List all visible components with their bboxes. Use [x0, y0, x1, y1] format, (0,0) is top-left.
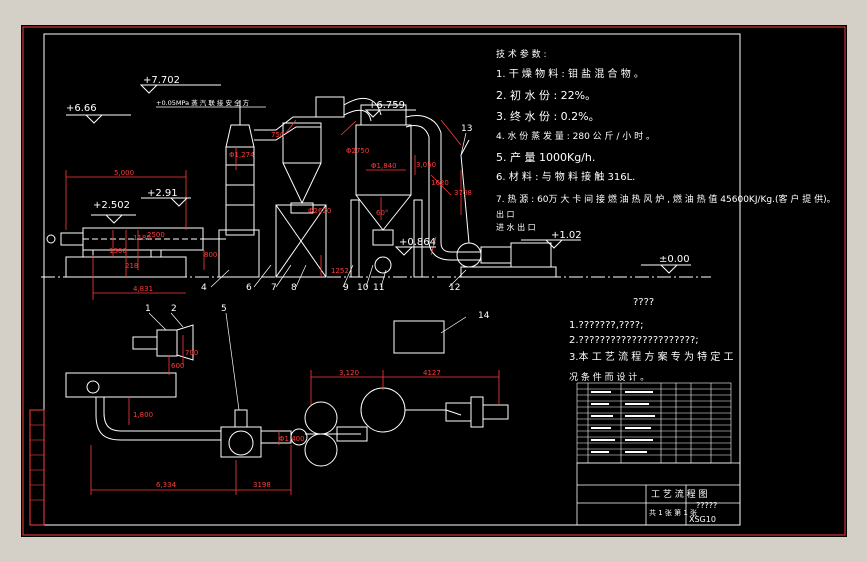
callout-leaders-plan	[148, 312, 467, 411]
tech-params-block: 技 术 参 数 : 1. 干 燥 物 料 : 钼 盐 混 合 物 。 2. 初 …	[496, 48, 836, 205]
callout-9: 9	[343, 283, 349, 293]
drying-tower	[203, 100, 260, 278]
dim-700: 700	[185, 349, 198, 357]
elevation-dimension-lines	[65, 119, 462, 300]
callout-2: 2	[171, 304, 177, 314]
dim-750: 750	[271, 131, 284, 139]
callout-1: 1	[145, 304, 151, 314]
tech-params-title: 技 术 参 数 :	[496, 48, 546, 60]
title-block-drawing-no: XSG10	[689, 515, 716, 524]
cad-drawing-canvas[interactable]: +7.702 +6.66 +6.759 +2.91 +2.502 +1.02 +…	[21, 25, 847, 537]
tech-param-6: 6. 材 料 : 与 物 料 接 触 316L.	[496, 170, 635, 183]
pressure-note: +0.05MPa 蒸 汽 联 接 安 全 方	[156, 98, 250, 107]
dim-2750: Φ2750	[346, 147, 369, 155]
item-14-box	[393, 320, 445, 354]
elevation-label-000: ±0.00	[659, 254, 690, 265]
left-margin-block	[29, 409, 45, 526]
callouts-plan: 1 2 5 14	[145, 304, 490, 321]
dim-4127: 4127	[423, 369, 441, 377]
plan-dimension-lines	[90, 335, 500, 495]
exhaust-fan	[456, 139, 557, 278]
note-1: 1.???????,????;	[569, 320, 643, 331]
callout-8: 8	[291, 283, 297, 293]
elevation-label-6759: +6.759	[368, 100, 405, 111]
dim-3050: 3,050	[416, 161, 436, 169]
left-margin-lines	[30, 424, 44, 501]
outer-frame	[22, 26, 846, 536]
drawing-svg: +7.702 +6.66 +6.759 +2.91 +2.502 +1.02 +…	[22, 26, 846, 536]
label-outlet: 出 口	[496, 209, 515, 219]
elevation-label-102: +1.02	[551, 230, 582, 241]
dim-3120: 3,120	[339, 369, 359, 377]
inner-frame	[43, 33, 741, 526]
callout-11: 11	[373, 283, 384, 293]
callout-10: 10	[357, 283, 369, 293]
note-2: 2.??????????????????????;	[569, 335, 699, 346]
tech-param-4: 4. 水 份 蒸 发 量 : 280 公 斤 / 小 时 。	[496, 130, 655, 142]
callout-13: 13	[461, 124, 472, 134]
dim-3198: 3198	[253, 481, 271, 489]
dim-2620: Φ2620	[308, 207, 331, 215]
dim-2500: 2500	[147, 231, 165, 239]
parts-list-filler	[591, 391, 655, 453]
dim-4831: 4,831	[133, 285, 153, 293]
tech-param-1: 1. 干 燥 物 料 : 钼 盐 混 合 物 。	[496, 67, 644, 80]
elevation-labels: +7.702 +6.66 +6.759 +2.91 +2.502 +1.02 +…	[66, 75, 690, 265]
dim-1274: Φ1,274	[229, 151, 255, 159]
cyclone-2	[350, 104, 423, 278]
dim-1840: Φ1,840	[371, 162, 397, 170]
elevation-markers	[66, 84, 691, 274]
tech-param-2: 2. 初 水 份 : 22%。	[496, 88, 596, 102]
title-block-code: ?????	[696, 501, 717, 510]
dim-3708: 3708	[454, 189, 472, 197]
title-block-title: 工 艺 流 程 图	[651, 488, 707, 500]
callout-12: 12	[449, 283, 460, 293]
callout-6: 6	[246, 283, 252, 293]
title-block-label: 共 1 张 第 1 张	[649, 508, 697, 517]
dim-1180: 1180	[133, 234, 151, 242]
label-water-outlet: 进 水 出 口	[496, 222, 536, 232]
tech-param-7: 7. 热 源 : 60万 大 卡 间 接 燃 油 热 风 炉 , 燃 油 热 值…	[496, 193, 836, 205]
dim-5000: 5,000	[114, 169, 134, 177]
note-3: 3.本 工 艺 流 程 方 案 专 为 特 定 工	[569, 350, 734, 363]
callout-5: 5	[221, 304, 227, 314]
cyclone-1	[275, 122, 327, 278]
tech-param-3: 3. 终 水 份 : 0.2%。	[496, 109, 600, 123]
dim-6334: 6,334	[156, 481, 177, 489]
elevation-label-666: +6.66	[66, 103, 97, 114]
dim-800: 800	[204, 251, 217, 259]
notes-block: ???? 1.???????,????; 2.?????????????????…	[569, 297, 734, 383]
dim-1620: 1620	[431, 179, 449, 187]
elevation-label-291: +2.91	[147, 188, 178, 199]
dim-600: 600	[171, 362, 184, 370]
callout-7: 7	[271, 283, 277, 293]
plan-view	[65, 324, 509, 467]
parts-list-table	[576, 382, 732, 464]
dimension-texts: 5,000 4,831 Φ1,274 Φ1,840 60° Φ2620 800 …	[109, 131, 472, 293]
dim-1252: 1252	[331, 267, 349, 275]
callout-14: 14	[478, 311, 490, 321]
dim-1300: 1300	[109, 247, 127, 255]
note-4: 况 条 件 而 设 计 。	[569, 371, 649, 383]
elevation-label-2502: +2.502	[93, 200, 130, 211]
dim-60deg: 60°	[376, 209, 388, 217]
dim-218: 218	[125, 262, 138, 270]
dim-1400: Φ1,400	[279, 435, 305, 443]
elevation-label-0864: +0.864	[399, 237, 436, 248]
tech-param-5: 5. 产 量 1000Kg/h.	[496, 150, 595, 164]
title-block	[576, 462, 741, 526]
callouts-elevation: 4 6 7 8 9 10 11 12 13	[201, 124, 472, 293]
dim-1800: 1,800	[133, 411, 153, 419]
callout-leaders-elevation	[210, 132, 467, 288]
callout-4: 4	[201, 283, 207, 293]
plan-dimension-texts: 3,120 4127 6,334 3198 1,800 600 700 Φ1,4…	[133, 349, 441, 489]
notes-title: ????	[633, 297, 654, 308]
elevation-label-7702: +7.702	[143, 75, 180, 86]
